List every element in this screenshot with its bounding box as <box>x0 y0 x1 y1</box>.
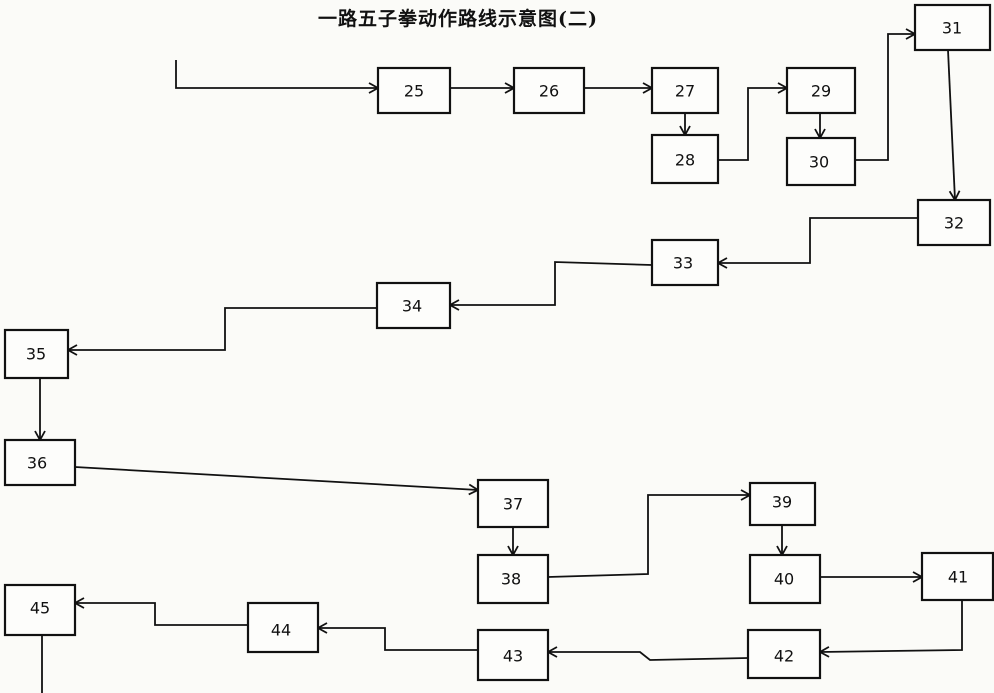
step-box-39: 39 <box>748 481 817 527</box>
step-box-44: 44 <box>246 601 320 654</box>
step-box-32: 32 <box>916 198 992 247</box>
step-box-30: 30 <box>785 136 857 187</box>
step-box-31: 31 <box>913 3 992 52</box>
arrow-32-33 <box>716 217 918 269</box>
step-box-34: 34 <box>375 281 452 330</box>
step-box-27: 27 <box>650 66 720 115</box>
step-box-43: 43 <box>476 628 550 682</box>
step-label: 37 <box>503 495 523 514</box>
arrow-41-42 <box>818 600 963 658</box>
diagram-title: 一路五子拳动作路线示意图(二) <box>318 8 598 30</box>
arrow-36-37 <box>74 466 480 496</box>
step-box-28: 28 <box>650 133 720 185</box>
step-label: 29 <box>811 82 831 101</box>
step-label: 45 <box>30 599 50 618</box>
step-label: 32 <box>944 214 964 233</box>
arrow-31-32 <box>947 49 961 202</box>
step-label: 38 <box>501 570 521 589</box>
step-box-35: 35 <box>3 328 70 380</box>
step-box-33: 33 <box>650 238 720 287</box>
step-label: 31 <box>942 19 962 38</box>
step-label: 34 <box>402 297 422 316</box>
arrow-33-34 <box>448 261 653 311</box>
step-box-25: 25 <box>376 66 452 115</box>
step-label: 26 <box>539 82 559 101</box>
step-box-40: 40 <box>748 553 822 605</box>
step-label: 41 <box>948 568 968 587</box>
step-label: 27 <box>675 82 695 101</box>
arrow-28-29 <box>718 82 789 161</box>
step-label: 25 <box>404 82 424 101</box>
step-label: 39 <box>772 493 792 512</box>
step-box-37: 37 <box>476 478 550 529</box>
step-label: 44 <box>271 621 291 640</box>
step-box-29: 29 <box>785 66 857 115</box>
route-arrows <box>34 28 963 693</box>
arrow-30-31 <box>855 28 917 161</box>
arrow-38-39 <box>547 489 752 578</box>
step-box-36: 36 <box>3 438 77 487</box>
arrow-34-35 <box>66 307 377 356</box>
arrow-start-25 <box>175 60 380 94</box>
step-label: 35 <box>26 345 46 364</box>
step-label: 42 <box>774 647 794 666</box>
step-box-26: 26 <box>512 66 586 115</box>
step-label: 30 <box>809 153 829 172</box>
arrow-42-43 <box>546 646 749 661</box>
step-label: 28 <box>675 151 695 170</box>
step-label: 33 <box>673 254 693 273</box>
step-box-45: 45 <box>3 583 77 637</box>
step-box-42: 42 <box>746 628 822 680</box>
step-label: 40 <box>774 570 794 589</box>
step-box-41: 41 <box>920 551 994 602</box>
arrow-43-44 <box>316 622 478 651</box>
step-label: 43 <box>503 647 523 666</box>
step-box-38: 38 <box>476 553 550 605</box>
arrow-44-45 <box>73 597 248 626</box>
step-label: 36 <box>27 454 47 473</box>
step-boxes: 25 26 27 28 29 30 31 32 33 34 35 36 37 3… <box>3 3 994 682</box>
